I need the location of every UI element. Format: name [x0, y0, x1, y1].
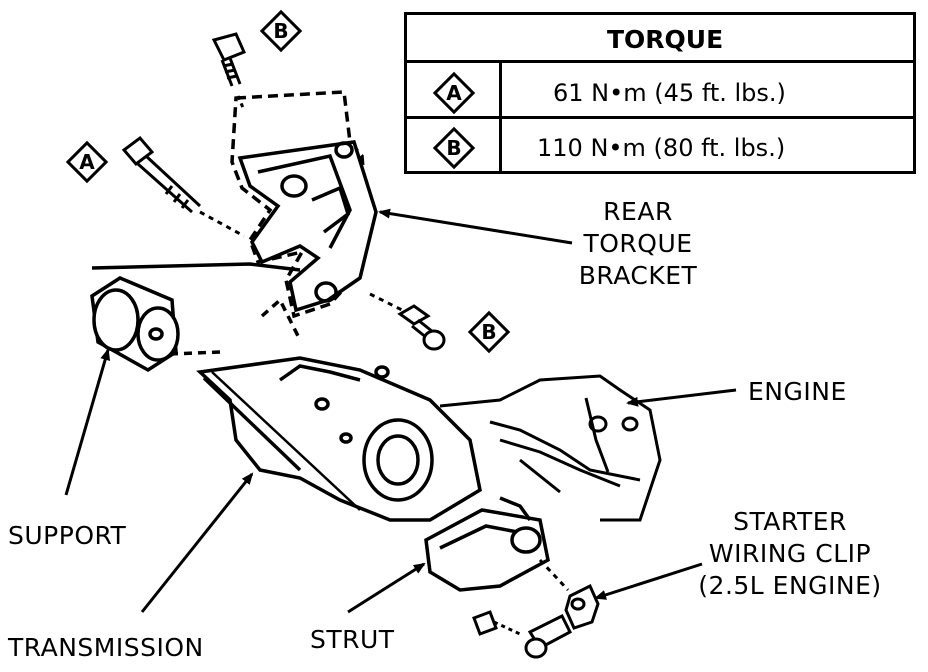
- leader-lines: [64, 208, 737, 614]
- label-rear-torque-bracket-line-3: BRACKET: [578, 261, 698, 290]
- callout-right-bolt: B: [481, 320, 497, 344]
- label-rear-torque-bracket: REAR TORQUE BRACKET: [568, 196, 708, 292]
- support-drawing: [90, 276, 180, 373]
- torque-table: TORQUE A 61 N•m (45 ft. lbs.) B 110 N•m …: [404, 12, 916, 174]
- torque-value-a: 61 N•m (45 ft. lbs.): [553, 79, 786, 107]
- arrow-transmission: [140, 472, 254, 613]
- label-rear-torque-bracket-line-1: REAR: [603, 197, 673, 226]
- label-starter-wiring-clip-line-1: STARTER: [733, 507, 847, 536]
- engine-drawing: [439, 374, 662, 522]
- arrow-support: [64, 348, 111, 496]
- torque-key-b: B: [446, 136, 462, 160]
- transmission-drawing: [91, 262, 482, 522]
- rear-torque-bracket-drawing: [230, 90, 378, 319]
- label-starter-wiring-clip-line-3: (2.5L ENGINE): [698, 571, 882, 600]
- right-bolt: [369, 292, 446, 351]
- torque-table-header: TORQUE: [607, 25, 724, 54]
- arrow-strut: [347, 562, 426, 614]
- left-bolt: [121, 135, 245, 238]
- callout-top-bolt: B: [273, 19, 289, 43]
- starter-clip-drawing: [472, 558, 600, 659]
- arrow-engine: [626, 388, 737, 407]
- label-support: SUPPORT: [8, 521, 127, 550]
- arrow-starter-wiring-clip: [594, 562, 703, 600]
- label-strut: STRUT: [310, 625, 395, 654]
- label-engine: ENGINE: [748, 377, 847, 406]
- torque-key-a: A: [446, 81, 462, 105]
- label-starter-wiring-clip-line-2: WIRING CLIP: [708, 539, 872, 568]
- top-bolt: [211, 32, 247, 111]
- label-starter-wiring-clip: STARTER WIRING CLIP (2.5L ENGINE): [690, 506, 890, 602]
- arrow-rear-torque-bracket: [378, 208, 573, 245]
- callout-left-bolt: A: [79, 150, 95, 174]
- label-transmission: TRANSMISSION: [8, 633, 204, 662]
- strut-drawing: [424, 496, 550, 592]
- label-rear-torque-bracket-line-2: TORQUE: [583, 229, 693, 258]
- torque-value-b: 110 N•m (80 ft. lbs.): [537, 134, 786, 162]
